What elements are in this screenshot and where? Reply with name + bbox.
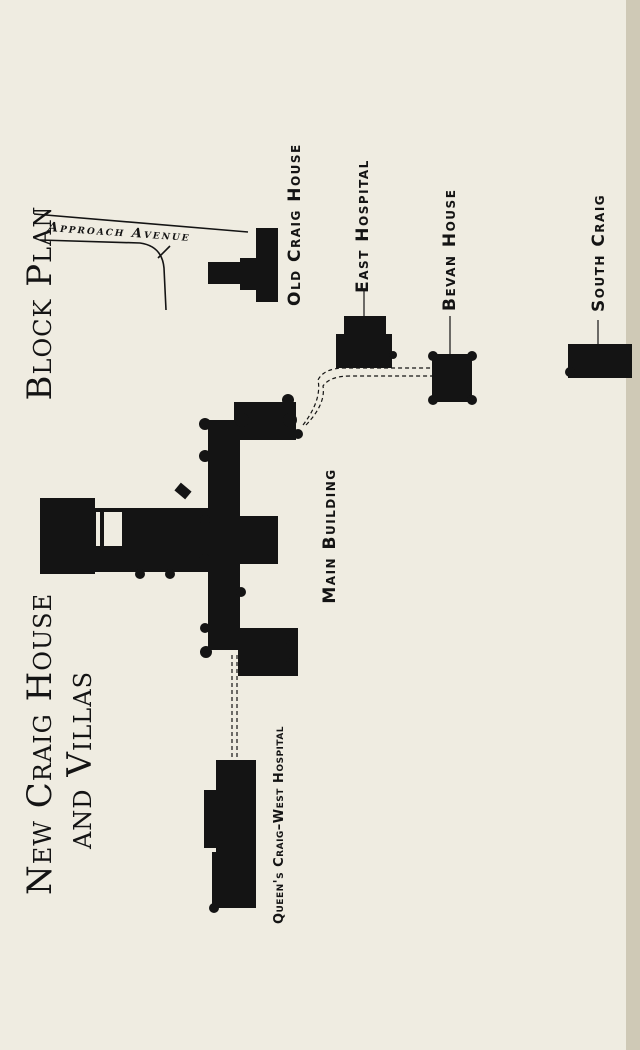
old-craig-house-block	[208, 228, 278, 302]
connecting-corridors	[231, 367, 432, 760]
page-edge	[626, 0, 640, 1050]
label-leader-lines	[363, 290, 599, 354]
main-building-label: Main Building	[320, 468, 340, 604]
title-line-1: New Craig House	[20, 592, 60, 895]
south-craig-block	[565, 344, 632, 378]
bevan-house-label: Bevan House	[440, 188, 460, 311]
south-craig-label: South Craig	[589, 193, 609, 312]
approach-avenue-road	[33, 213, 249, 311]
east-hospital-label: East Hospital	[353, 159, 373, 293]
main-building-courts	[96, 512, 122, 546]
east-hospital-block	[336, 316, 397, 368]
queens-craig-block	[204, 760, 256, 913]
bevan-house-block	[428, 351, 477, 405]
main-building-block	[40, 394, 303, 676]
queens-craig-label: Queen's Craig–West Hospital	[272, 725, 287, 925]
title-line-2: and Villas	[60, 670, 100, 850]
old-craig-house-label: Old Craig House	[285, 143, 305, 306]
